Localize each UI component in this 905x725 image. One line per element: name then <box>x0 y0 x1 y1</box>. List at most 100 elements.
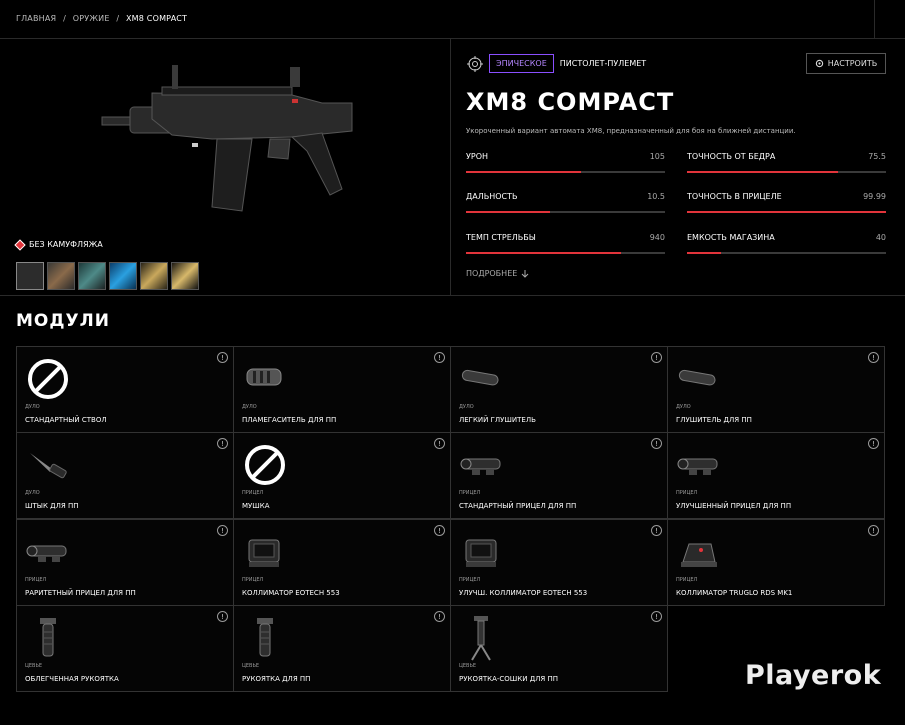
stat-bar-fill <box>466 211 550 213</box>
stat-bar <box>466 252 665 254</box>
module-slot: ПРИЦЕЛ <box>676 577 698 583</box>
stat-value: 40 <box>875 233 886 242</box>
silencer-icon <box>675 355 723 403</box>
module-name: УЛУЧШЕННЫЙ ПРИЦЕЛ ДЛЯ ПП <box>676 502 792 510</box>
module-name: РУКОЯТКА ДЛЯ ПП <box>242 675 311 683</box>
camo-swatch-rust[interactable] <box>47 262 75 290</box>
bipod-grip-icon <box>458 614 506 662</box>
stat-value: 10.5 <box>647 192 665 201</box>
info-icon[interactable]: ! <box>434 352 445 363</box>
configure-button[interactable]: НАСТРОИТЬ <box>806 53 886 74</box>
info-icon[interactable]: ! <box>434 611 445 622</box>
weapon-description: Укороченный вариант автомата XM8, предна… <box>466 127 796 135</box>
stat-bar-fill <box>687 211 886 213</box>
module-name: УЛУЧШ. КОЛЛИМАТОР EOTECH 553 <box>459 589 588 597</box>
module-name: РУКОЯТКА-СОШКИ ДЛЯ ПП <box>459 675 559 683</box>
breadcrumb-weapons[interactable]: ОРУЖИЕ <box>72 14 110 23</box>
module-slot: ДУЛО <box>25 490 40 496</box>
info-icon[interactable]: ! <box>868 352 879 363</box>
weapon-type: ПИСТОЛЕТ-ПУЛЕМЕТ <box>559 59 647 68</box>
info-icon[interactable]: ! <box>651 611 662 622</box>
module-name: КОЛЛИМАТОР TRUGLO RDS MK1 <box>676 589 793 597</box>
module-slot: ДУЛО <box>242 404 257 410</box>
stat-row: ТОЧНОСТЬ В ПРИЦЕЛЕ 99.99 <box>687 192 886 216</box>
info-icon[interactable]: ! <box>651 438 662 449</box>
weapon-name: XM8 COMPACT <box>466 88 675 116</box>
module-name: ОБЛЕГЧЕННАЯ РУКОЯТКА <box>25 675 119 683</box>
module-name: СТАНДАРТНЫЙ ПРИЦЕЛ ДЛЯ ПП <box>459 502 577 510</box>
info-icon[interactable]: ! <box>217 525 228 536</box>
more-details-label: ПОДРОБНЕЕ <box>466 269 518 278</box>
module-card[interactable]: ! ЦЕВЬЕ РУКОЯТКА-СОШКИ ДЛЯ ПП <box>450 605 668 692</box>
info-icon[interactable]: ! <box>217 611 228 622</box>
module-slot: ЦЕВЬЕ <box>25 663 43 669</box>
camo-swatch-none[interactable] <box>16 262 44 290</box>
info-icon[interactable]: ! <box>217 438 228 449</box>
camo-swatches <box>16 262 199 290</box>
info-icon[interactable]: ! <box>434 525 445 536</box>
stat-value: 99.99 <box>863 192 886 201</box>
camo-swatch-gold[interactable] <box>140 262 168 290</box>
camo-swatch-teal[interactable] <box>78 262 106 290</box>
stat-label: УРОН <box>466 152 489 161</box>
module-card[interactable]: ! ЦЕВЬЕ ОБЛЕГЧЕННАЯ РУКОЯТКА <box>16 605 234 692</box>
module-slot: ПРИЦЕЛ <box>242 490 264 496</box>
module-name: МУШКА <box>242 502 270 510</box>
module-name: СТАНДАРТНЫЙ СТВОЛ <box>25 416 107 424</box>
module-card[interactable]: ! ПРИЦЕЛ КОЛЛИМАТОР EOTECH 553 <box>233 519 451 606</box>
info-icon[interactable]: ! <box>651 525 662 536</box>
info-icon[interactable]: ! <box>651 352 662 363</box>
info-icon[interactable]: ! <box>868 438 879 449</box>
breadcrumb-home[interactable]: ГЛАВНАЯ <box>16 14 57 23</box>
camo-swatch-blue[interactable] <box>109 262 137 290</box>
module-slot: ДУЛО <box>676 404 691 410</box>
stat-bar <box>466 211 665 213</box>
breadcrumb-separator: / <box>116 14 120 23</box>
flash-hider-icon <box>241 355 289 403</box>
module-name: РАРИТЕТНЫЙ ПРИЦЕЛ ДЛЯ ПП <box>25 589 136 597</box>
weapon-badges: ЭПИЧЕСКОЕ ПИСТОЛЕТ-ПУЛЕМЕТ <box>467 54 646 73</box>
camo-swatch-gold-dark[interactable] <box>171 262 199 290</box>
stat-label: ДАЛЬНОСТЬ <box>466 192 518 201</box>
stat-label: ЕМКОСТЬ МАГАЗИНА <box>687 233 775 242</box>
stat-bar <box>687 252 886 254</box>
weapon-image <box>101 65 353 212</box>
module-name: КОЛЛИМАТОР EOTECH 553 <box>242 589 340 597</box>
top-bar: ГЛАВНАЯ / ОРУЖИЕ / XM8 COMPACT <box>0 0 905 39</box>
module-slot: ПРИЦЕЛ <box>242 577 264 583</box>
breadcrumb: ГЛАВНАЯ / ОРУЖИЕ / XM8 COMPACT <box>16 14 191 23</box>
stat-bar-fill <box>466 171 582 173</box>
module-slot: ЦЕВЬЕ <box>459 663 477 669</box>
stat-bar <box>687 171 886 173</box>
watermark-logo: Playerok <box>745 660 882 691</box>
module-slot: ПРИЦЕЛ <box>676 490 698 496</box>
camo-label: БЕЗ КАМУФЛЯЖА <box>14 238 103 251</box>
weapon-hero: БЕЗ КАМУФЛЯЖА ЭПИЧЕСКОЕ ПИСТОЛЕТ-ПУЛЕМЕТ… <box>0 39 905 296</box>
info-icon[interactable]: ! <box>217 352 228 363</box>
module-card[interactable]: ! ПРИЦЕЛ УЛУЧШЕННЫЙ ПРИЦЕЛ ДЛЯ ПП <box>667 432 885 519</box>
info-icon[interactable]: ! <box>868 525 879 536</box>
configure-label: НАСТРОИТЬ <box>827 59 878 68</box>
grip-icon <box>241 614 289 662</box>
camo-indicator-icon <box>14 238 26 251</box>
hero-divider <box>450 39 451 296</box>
stat-label: ТОЧНОСТЬ В ПРИЦЕЛЕ <box>687 192 782 201</box>
module-card[interactable]: ! ПРИЦЕЛ МУШКА <box>233 432 451 519</box>
stat-value: 75.5 <box>868 152 886 161</box>
module-card[interactable]: ! ПРИЦЕЛ КОЛЛИМАТОР TRUGLO RDS MK1 <box>667 519 885 606</box>
info-icon[interactable]: ! <box>434 438 445 449</box>
gear-icon <box>815 59 823 68</box>
stat-label: ТЕМП СТРЕЛЬБЫ <box>466 233 536 242</box>
more-details-link[interactable]: ПОДРОБНЕЕ <box>466 269 529 278</box>
